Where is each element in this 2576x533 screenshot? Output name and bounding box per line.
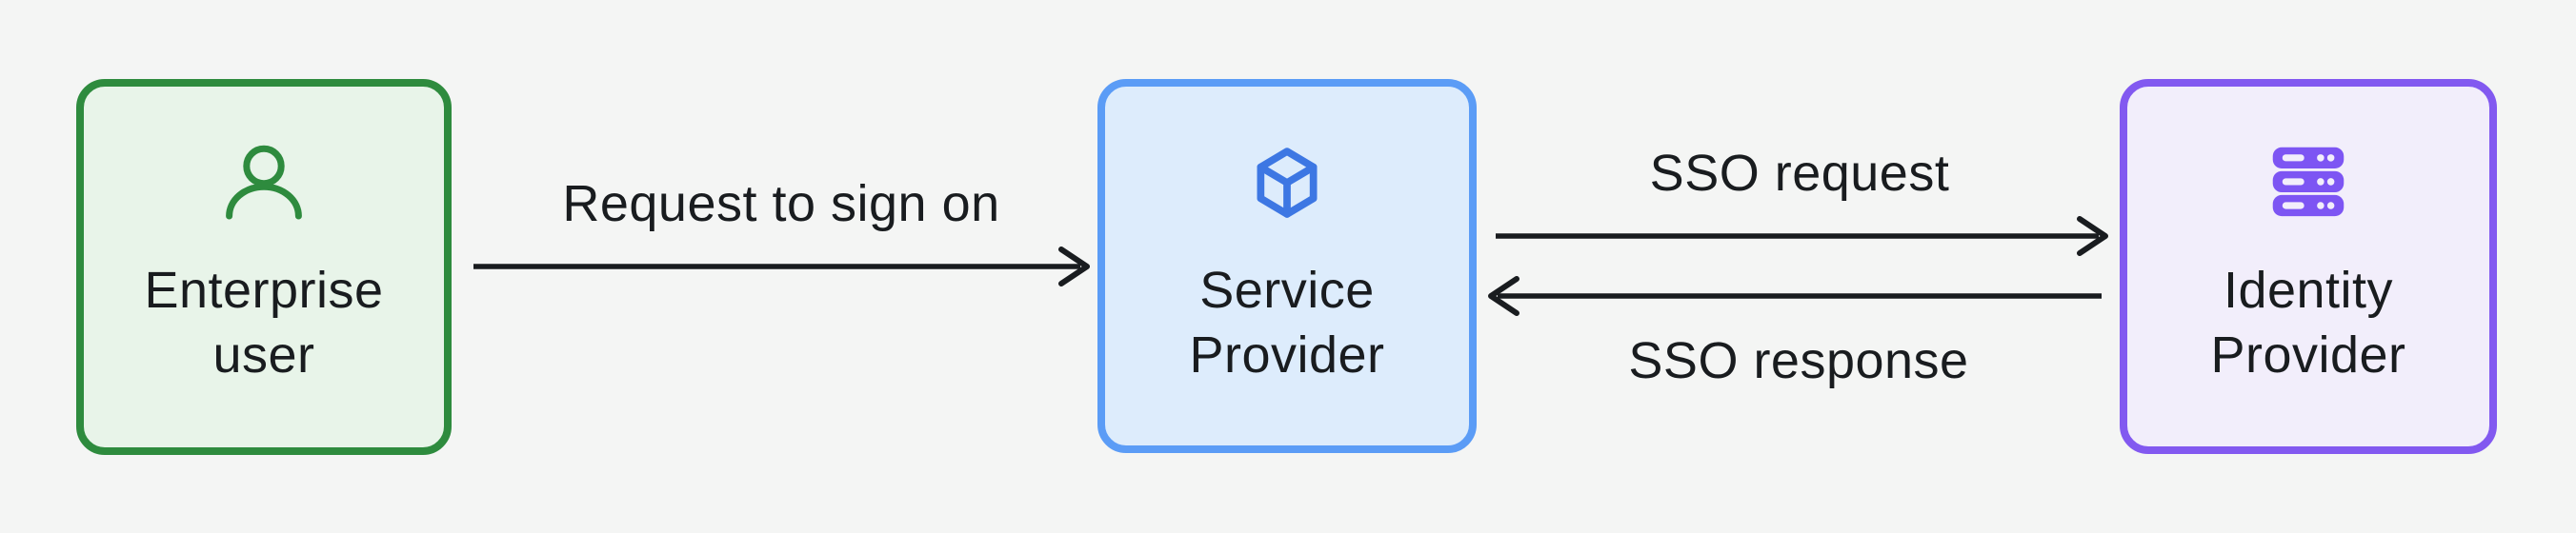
cube-icon	[1247, 142, 1327, 224]
user-icon	[224, 142, 304, 224]
node-service-provider: Service Provider	[1097, 79, 1477, 453]
edge-label-sso-response: SSO response	[1628, 332, 1969, 389]
node-label-enterprise-user: Enterprise user	[144, 262, 384, 384]
node-label-identity-provider: Identity Provider	[2210, 262, 2406, 384]
node-label-service-provider: Service Provider	[1189, 262, 1385, 384]
edge-label-request-to-sign-on: Request to sign on	[562, 175, 1000, 232]
arrow-sso-response	[1488, 276, 2102, 316]
node-enterprise-user: Enterprise user	[76, 79, 452, 455]
edge-label-sso-request: SSO request	[1649, 145, 1950, 202]
arrow-request-sign-on	[473, 247, 1090, 286]
server-icon	[2267, 142, 2349, 224]
arrow-sso-request	[1496, 216, 2108, 256]
node-identity-provider: Identity Provider	[2120, 79, 2497, 454]
